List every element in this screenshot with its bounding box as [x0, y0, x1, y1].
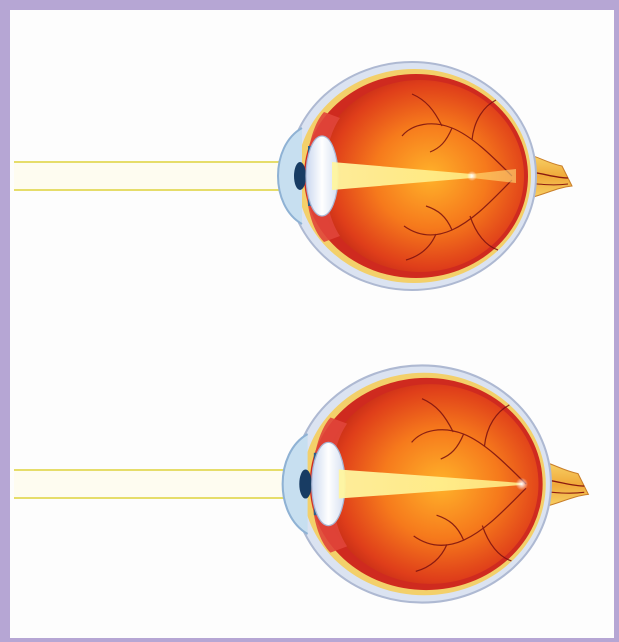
bottom-eye [283, 365, 589, 602]
bottom-focal-point [516, 478, 528, 490]
top-focal-point [467, 171, 477, 181]
diagram-frame [10, 10, 614, 638]
top-eye [278, 62, 572, 290]
bottom-eye-panel [14, 365, 588, 602]
eye-diagram [10, 10, 614, 638]
top-eye-panel [14, 62, 572, 290]
bottom-ray-beam [14, 471, 286, 497]
top-ray-beam [14, 163, 286, 189]
